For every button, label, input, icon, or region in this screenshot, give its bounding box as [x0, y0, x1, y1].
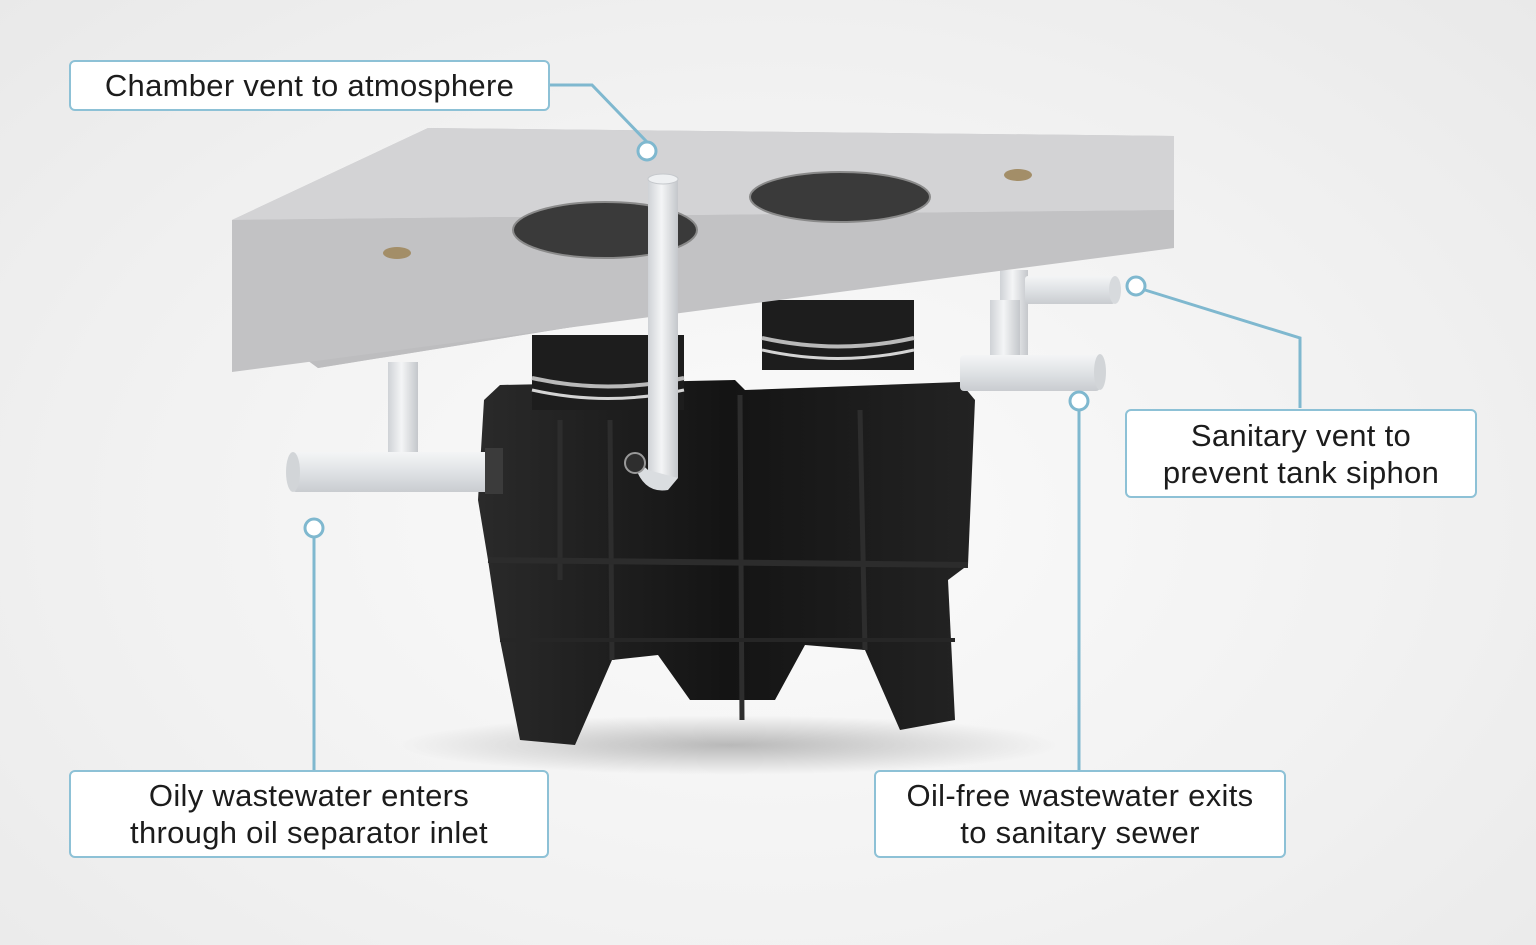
callout-outlet-line1: Oil-free wastewater exits [906, 778, 1254, 813]
brass-cap-right [1004, 169, 1032, 181]
callout-sanitary-vent-line2: prevent tank siphon [1162, 454, 1440, 490]
manhole-cover-right [749, 171, 931, 223]
callout-inlet-line1: Oily wastewater enters [148, 778, 470, 813]
dot-outlet [1068, 390, 1090, 412]
chamber-vent-pipe [624, 173, 679, 491]
callout-inlet: Oily wastewater enters through oil separ… [69, 770, 549, 858]
leader-chamber-vent [549, 83, 649, 144]
leader-lines [312, 83, 1302, 770]
inlet-pipe [286, 362, 503, 494]
callout-chamber-vent: Chamber vent to atmosphere [69, 60, 550, 111]
outlet-pipe [960, 300, 1106, 391]
leader-dots [303, 140, 1147, 539]
riser-right [761, 300, 915, 370]
callout-outlet-line2: to sanitary sewer [960, 815, 1200, 850]
callout-sanitary-vent-line1: Sanitary vent to [1190, 417, 1412, 453]
callout-chamber-vent-text: Chamber vent to atmosphere [104, 68, 515, 103]
callout-outlet: Oil-free wastewater exits to sanitary se… [874, 770, 1286, 858]
leader-sanitary-vent [1144, 288, 1302, 408]
floor-shadow [400, 715, 1060, 775]
separator-tank [478, 380, 975, 745]
brass-cap-left [383, 247, 411, 259]
callout-sanitary-vent: Sanitary vent to prevent tank siphon [1125, 409, 1477, 498]
dot-chamber-vent [636, 140, 658, 162]
callout-inlet-line2: through oil separator inlet [130, 815, 488, 850]
dot-inlet [303, 517, 325, 539]
dot-sanitary-vent [1125, 275, 1147, 297]
concrete-slab [232, 128, 1174, 372]
